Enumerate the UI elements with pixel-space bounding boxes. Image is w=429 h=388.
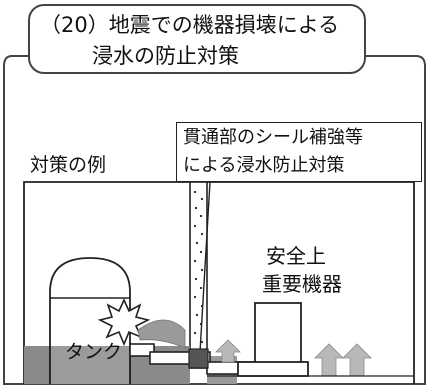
room-right-wall <box>207 181 415 384</box>
equipment-label-line-1: 安全上 <box>266 244 326 268</box>
penetration-seal-icon <box>188 348 209 369</box>
burst-icon <box>97 298 151 347</box>
tank-water-overlay <box>50 346 130 384</box>
title-box: （20）地震での機器損壊による 浸水の防止対策 <box>28 4 366 74</box>
title-line-1: （20）地震での機器損壊による <box>40 13 340 37</box>
callout-leader <box>199 181 211 353</box>
safety-equipment <box>237 302 309 377</box>
water-flow-arrow-icon <box>215 339 372 377</box>
water-spray-icon <box>137 319 186 349</box>
equipment-label-line-2: 重要機器 <box>262 272 342 296</box>
title-line-2: 浸水の防止対策 <box>92 44 239 68</box>
callout-box: 貫通部のシール補強等 による浸水防止対策 <box>176 122 422 182</box>
callout-line-1: 貫通部のシール補強等 <box>183 127 363 148</box>
callout-line-2: による浸水防止対策 <box>183 155 345 176</box>
room-outline <box>23 181 190 384</box>
example-label: 対策の例 <box>30 154 107 176</box>
tank-label: タンク <box>65 341 123 363</box>
